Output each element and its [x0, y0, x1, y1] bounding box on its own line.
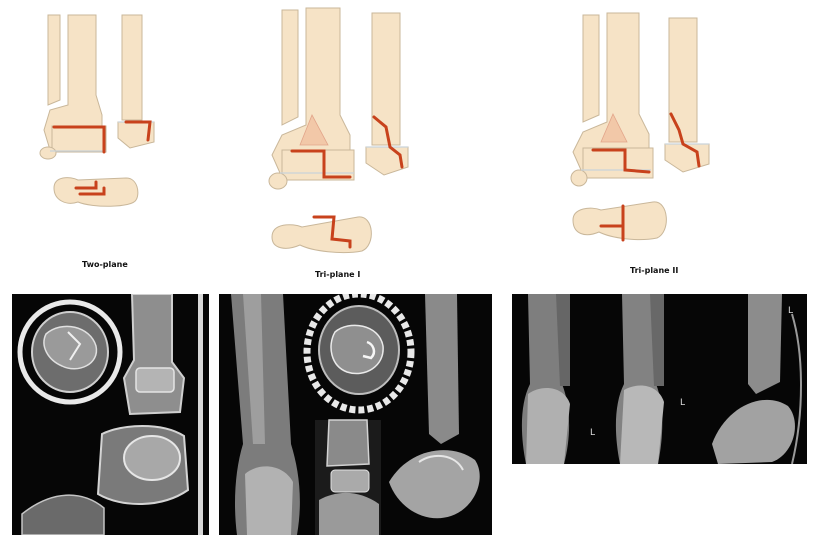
tri-plane-2-diagram: [565, 10, 725, 255]
xray-marker-a: L: [590, 428, 595, 438]
ct-two-plane-radiograph: [12, 294, 209, 535]
two-plane-diagram: [30, 10, 170, 220]
tri-plane-1-diagram: [262, 5, 427, 260]
ct-xray-tri-plane-1-radiograph: [219, 294, 492, 535]
caption-tri-plane-2: Tri-plane II: [630, 266, 678, 275]
xray-tri-plane-2-radiograph: L L L: [512, 294, 807, 464]
caption-two-plane: Two-plane: [82, 260, 128, 269]
caption-tri-plane-1: Tri-plane I: [315, 270, 360, 279]
xray-marker-c: L: [788, 306, 793, 316]
xray-marker-b: L: [680, 398, 685, 408]
